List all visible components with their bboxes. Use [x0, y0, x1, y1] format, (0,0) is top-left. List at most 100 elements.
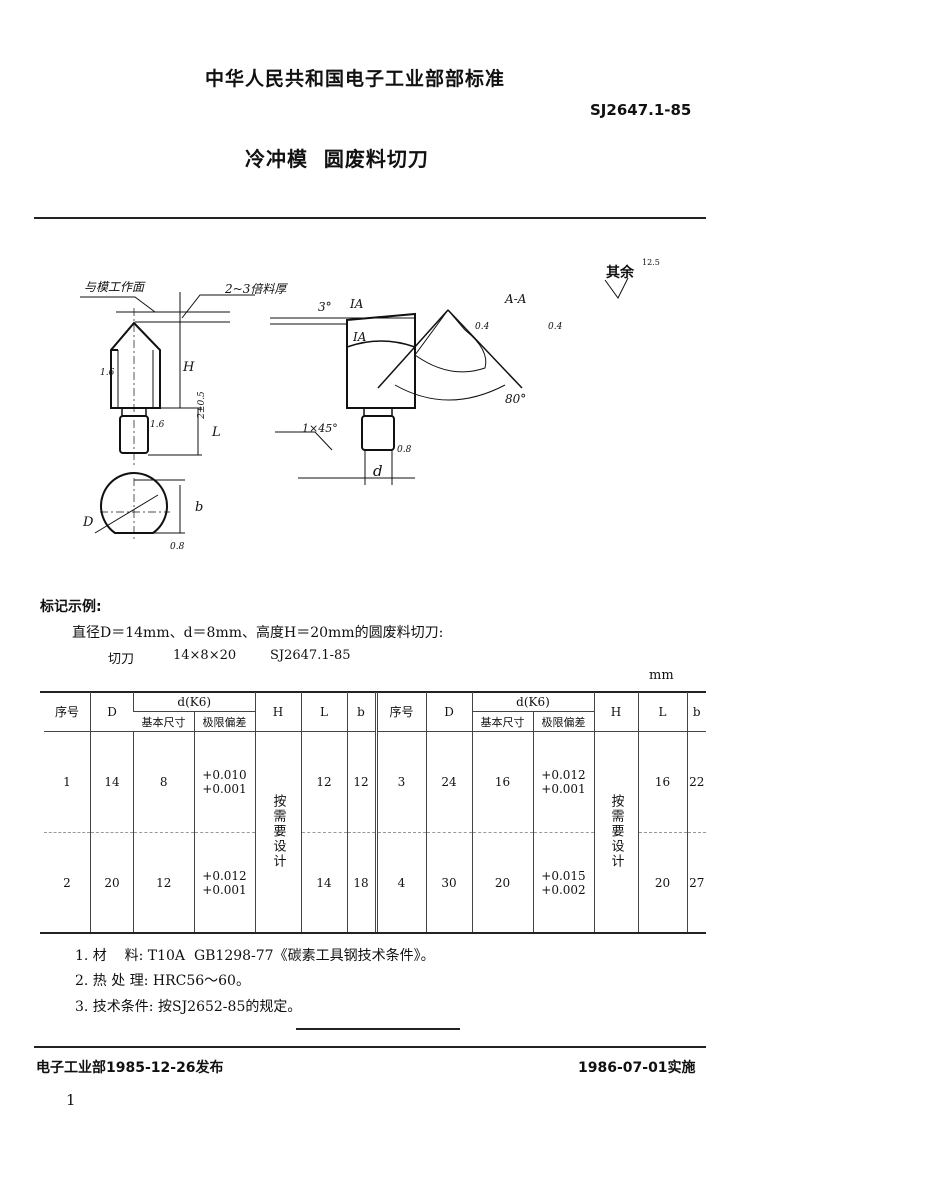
section-label: A-A — [505, 292, 527, 306]
end-rule — [296, 1028, 460, 1030]
spec-table: 序号 D d(K6) H L b 序号 D d(K6) H L b 基本尺寸 极… — [44, 692, 706, 933]
flush-face-label: 与模工作面 — [84, 280, 145, 294]
header-dev: 极限偏差 — [193, 711, 255, 732]
dev-upper: +0.012 — [202, 869, 247, 883]
rest-roughness-value: 12.5 — [642, 258, 660, 267]
dim-D: D — [83, 515, 94, 530]
header-b: b — [346, 692, 376, 732]
cell-b: 22 — [686, 731, 706, 833]
footer-rule — [34, 1046, 706, 1048]
table-bottom-rule — [40, 932, 706, 934]
header-d-2: d(K6) — [471, 692, 594, 712]
header-L-2: L — [637, 692, 687, 732]
cell-no: 4 — [374, 832, 426, 933]
dim-tol: 2±0.5 — [196, 391, 207, 419]
cell-D: 30 — [425, 832, 472, 933]
header-H-2: H — [593, 692, 638, 732]
cell-d: 20 — [471, 832, 533, 933]
header-basic: 基本尺寸 — [133, 711, 194, 732]
header-d: d(K6) — [133, 692, 255, 712]
standard-code: SJ2647.1-85 — [590, 101, 692, 119]
example-dims: 14×8×20 — [173, 648, 237, 663]
header-basic-2: 基本尺寸 — [471, 711, 533, 732]
cell-d: 8 — [133, 731, 194, 833]
cell-L: 20 — [637, 832, 687, 933]
angle-3: 3° — [318, 300, 332, 314]
roughness-0-8-b: 0.8 — [397, 445, 412, 455]
top-rule — [34, 217, 706, 219]
dev-lower: +0.001 — [541, 782, 586, 796]
angle-80: 80° — [505, 392, 527, 406]
cell-L: 12 — [300, 731, 347, 833]
cell-dev: +0.012+0.001 — [532, 731, 594, 833]
header-H: H — [254, 692, 301, 732]
H-note: 按需要设计 — [608, 793, 624, 869]
view-label-a: IA — [350, 297, 364, 311]
cell-D: 24 — [425, 731, 472, 833]
cell-b: 18 — [346, 832, 376, 933]
roughness-0-4-b: 0.4 — [548, 322, 563, 332]
cell-H: 按需要设计 — [254, 731, 301, 933]
header-no-2: 序号 — [374, 692, 426, 732]
table-subheader-row: 基本尺寸 极限偏差 基本尺寸 极限偏差 — [44, 711, 706, 732]
roughness-1-6-b: 1.6 — [150, 420, 165, 430]
dim-b: b — [195, 500, 204, 515]
dev-lower: +0.002 — [541, 883, 586, 897]
cell-d: 16 — [471, 731, 533, 833]
page-number: 1 — [66, 1091, 76, 1109]
cell-dev: +0.015+0.002 — [532, 832, 594, 933]
dim-L: L — [212, 425, 221, 440]
cell-H: 按需要设计 — [593, 731, 638, 933]
cell-d: 12 — [133, 832, 194, 933]
cell-b: 27 — [686, 832, 706, 933]
issuer-title: 中华人民共和国电子工业部部标准 — [205, 68, 506, 90]
note-3: 3. 技术条件: 按SJ2652-85的规定。 — [75, 999, 302, 1015]
example-heading: 标记示例: — [40, 599, 102, 615]
dev-lower: +0.001 — [202, 883, 247, 897]
example-name: 切刀 — [108, 652, 135, 667]
roughness-0-8-a: 0.8 — [170, 542, 185, 552]
roughness-1-6-a: 1.6 — [100, 368, 115, 378]
example-std: SJ2647.1-85 — [270, 648, 351, 663]
chamfer-label: 1×45° — [302, 422, 338, 435]
cell-L: 14 — [300, 832, 347, 933]
header-b-2: b — [686, 692, 706, 732]
cell-no: 2 — [63, 876, 71, 890]
header-D: D — [90, 692, 134, 732]
cell-D: 14 — [90, 731, 134, 833]
header-no: 序号 — [44, 692, 91, 732]
header-D-2: D — [425, 692, 472, 732]
cell-D: 20 — [90, 832, 134, 933]
roughness-0-4-a: 0.4 — [475, 322, 490, 332]
dev-upper: +0.010 — [202, 768, 247, 782]
header-dev-2: 极限偏差 — [532, 711, 594, 732]
table-row: 1 14 8 +0.010+0.001 按需要设计 12 12 3 24 16 … — [44, 731, 706, 933]
dev-lower: +0.001 — [202, 782, 247, 796]
rest-roughness-label: 其余 — [606, 265, 634, 281]
dim-H: H — [183, 360, 195, 375]
issued-date: 电子工业部1985-12-26发布 — [36, 1060, 224, 1076]
note-1: 1. 材 料: T10A GB1298-77《碳素工具钢技术条件》。 — [75, 948, 435, 964]
H-note: 按需要设计 — [270, 793, 286, 869]
example-desc: 直径D＝14mm、d＝8mm、高度H＝20mm的圆废料切刀: — [72, 625, 444, 641]
header-L: L — [300, 692, 347, 732]
offset-label: 2~3倍料厚 — [225, 282, 287, 296]
table-header-row: 序号 D d(K6) H L b 序号 D d(K6) H L b — [44, 692, 706, 732]
cell-dev: +0.012+0.001 — [193, 832, 255, 933]
dev-upper: +0.012 — [541, 768, 586, 782]
technical-drawing — [80, 277, 629, 540]
dim-d: d — [373, 462, 383, 480]
cell-no: 3 — [374, 731, 426, 833]
cell-no: 1 — [44, 731, 91, 833]
view-label-b: IA — [353, 330, 367, 344]
cell-dev: +0.010+0.001 — [193, 731, 255, 833]
cell-L: 16 — [637, 731, 687, 833]
effective-date: 1986-07-01实施 — [578, 1060, 696, 1076]
cell-b: 12 — [346, 731, 376, 833]
note-2: 2. 热 处 理: HRC56～60。 — [75, 973, 250, 989]
table-row: 2 20 12 +0.012+0.001 14 18 4 30 20 +0.01… — [44, 832, 706, 933]
dev-upper: +0.015 — [541, 869, 586, 883]
page-title: 冷冲模 圆废料切刀 — [245, 147, 429, 171]
unit-label: mm — [649, 668, 674, 683]
